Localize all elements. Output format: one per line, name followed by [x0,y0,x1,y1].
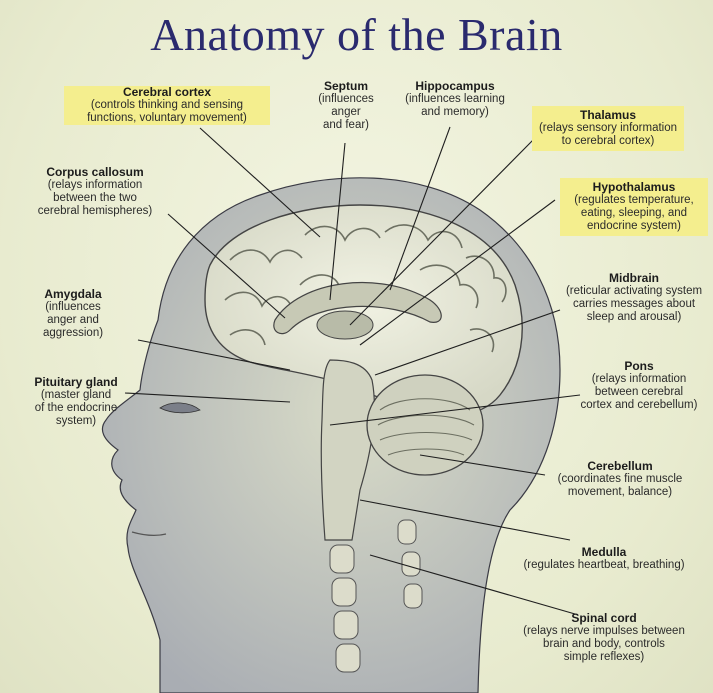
pituitary-desc-2: of the endocrine [34,402,118,414]
thalamus-name: Thalamus [579,108,636,122]
leader-lines [124,126,581,615]
mouth-detail [131,531,167,536]
cerebral-cortex-desc-1: (controls thinking and sensing [64,99,270,112]
corpus-callosum-desc-2: between the two [53,192,137,204]
hypothalamus-desc-3: endocrine system) [587,220,681,232]
corpus-callosum-desc-1: (relays information [47,179,143,191]
corpus-callosum-name: Corpus callosum [46,165,144,179]
label-pons: Pons (relays information between cerebra… [565,360,713,412]
spinal-cord-desc-3: simple reflexes) [563,651,645,663]
label-midbrain: Midbrain (reticular activating system ca… [555,272,713,324]
label-spinal-cord: Spinal cord (relays nerve impulses betwe… [500,612,708,664]
amygdala-desc-2: anger and [47,314,99,326]
medulla-desc-1: (regulates heartbeat, breathing) [523,559,685,571]
label-corpus-callosum: Corpus callosum (relays information betw… [20,166,170,218]
amygdala-name: Amygdala [44,287,102,301]
cerebral-cortex-name: Cerebral cortex [64,86,270,99]
label-pituitary-gland: Pituitary gland (master gland of the end… [20,376,132,428]
amygdala-desc-1: (influences [45,301,101,313]
pituitary-desc-3: system) [55,415,97,427]
label-hypothalamus: Hypothalamus (regulates temperature, eat… [560,178,708,236]
medulla-name: Medulla [581,545,627,559]
pons-desc-3: cortex and cerebellum) [580,399,698,411]
brain-gyri [224,224,507,353]
label-medulla: Medulla (regulates heartbeat, breathing) [500,546,708,572]
label-cerebellum: Cerebellum (coordinates fine muscle move… [540,460,700,499]
cerebellum-folia [377,398,475,456]
spinal-cord-desc-1: (relays nerve impulses between [523,625,685,637]
hippocampus-desc-2: and memory) [421,106,489,118]
pons-name: Pons [624,359,654,373]
midbrain-desc-1: (reticular activating system [565,285,703,297]
septum-name: Septum [323,79,368,93]
corpus-callosum-desc-3: cerebral hemispheres) [37,205,153,217]
label-hippocampus: Hippocampus (influences learning and mem… [390,80,520,119]
corpus-callosum-shape [273,282,442,335]
cerebellum-desc-1: (coordinates fine muscle [557,473,683,485]
cerebellum-name: Cerebellum [587,459,653,473]
label-septum: Septum (influences anger and fear) [305,80,387,132]
pituitary-name: Pituitary gland [34,375,118,389]
cerebral-cortex-desc-2: functions, voluntary movement) [64,112,270,125]
pons-desc-1: (relays information [591,373,687,385]
midbrain-desc-3: sleep and arousal) [586,311,682,323]
diagram-title: Anatomy of the Brain [150,9,563,60]
eye-detail [159,402,201,414]
spinal-column [329,519,423,673]
thalamus-shape [316,310,374,340]
pons-desc-2: between cerebral [594,386,684,398]
thalamus-desc-2: to cerebral cortex) [561,135,655,147]
hypothalamus-name: Hypothalamus [592,180,676,194]
label-cerebral-cortex: Cerebral cortex (controls thinking and s… [64,86,270,125]
spinal-cord-desc-2: brain and body, controls [543,638,665,650]
hippocampus-desc-1: (influences learning [405,93,505,105]
label-thalamus: Thalamus (relays sensory information to … [532,106,684,151]
thalamus-desc-1: (relays sensory information [538,122,678,134]
hypothalamus-desc-1: (regulates temperature, [574,194,694,206]
hypothalamus-desc-2: eating, sleeping, and [580,207,688,219]
hippocampus-name: Hippocampus [415,79,495,93]
pituitary-desc-1: (master gland [40,389,112,401]
midbrain-desc-2: carries messages about [572,298,696,310]
midbrain-name: Midbrain [609,271,659,285]
brainstem-shape [320,359,375,541]
cerebellum-shape [366,374,484,476]
septum-desc-3: and fear) [322,119,370,131]
septum-desc-2: anger [331,106,361,118]
amygdala-desc-3: aggression) [42,327,104,339]
label-amygdala: Amygdala (influences anger and aggressio… [18,288,128,340]
spinal-cord-name: Spinal cord [571,611,637,625]
cerebellum-desc-2: movement, balance) [567,486,673,498]
septum-desc-1: (influences [318,93,374,105]
